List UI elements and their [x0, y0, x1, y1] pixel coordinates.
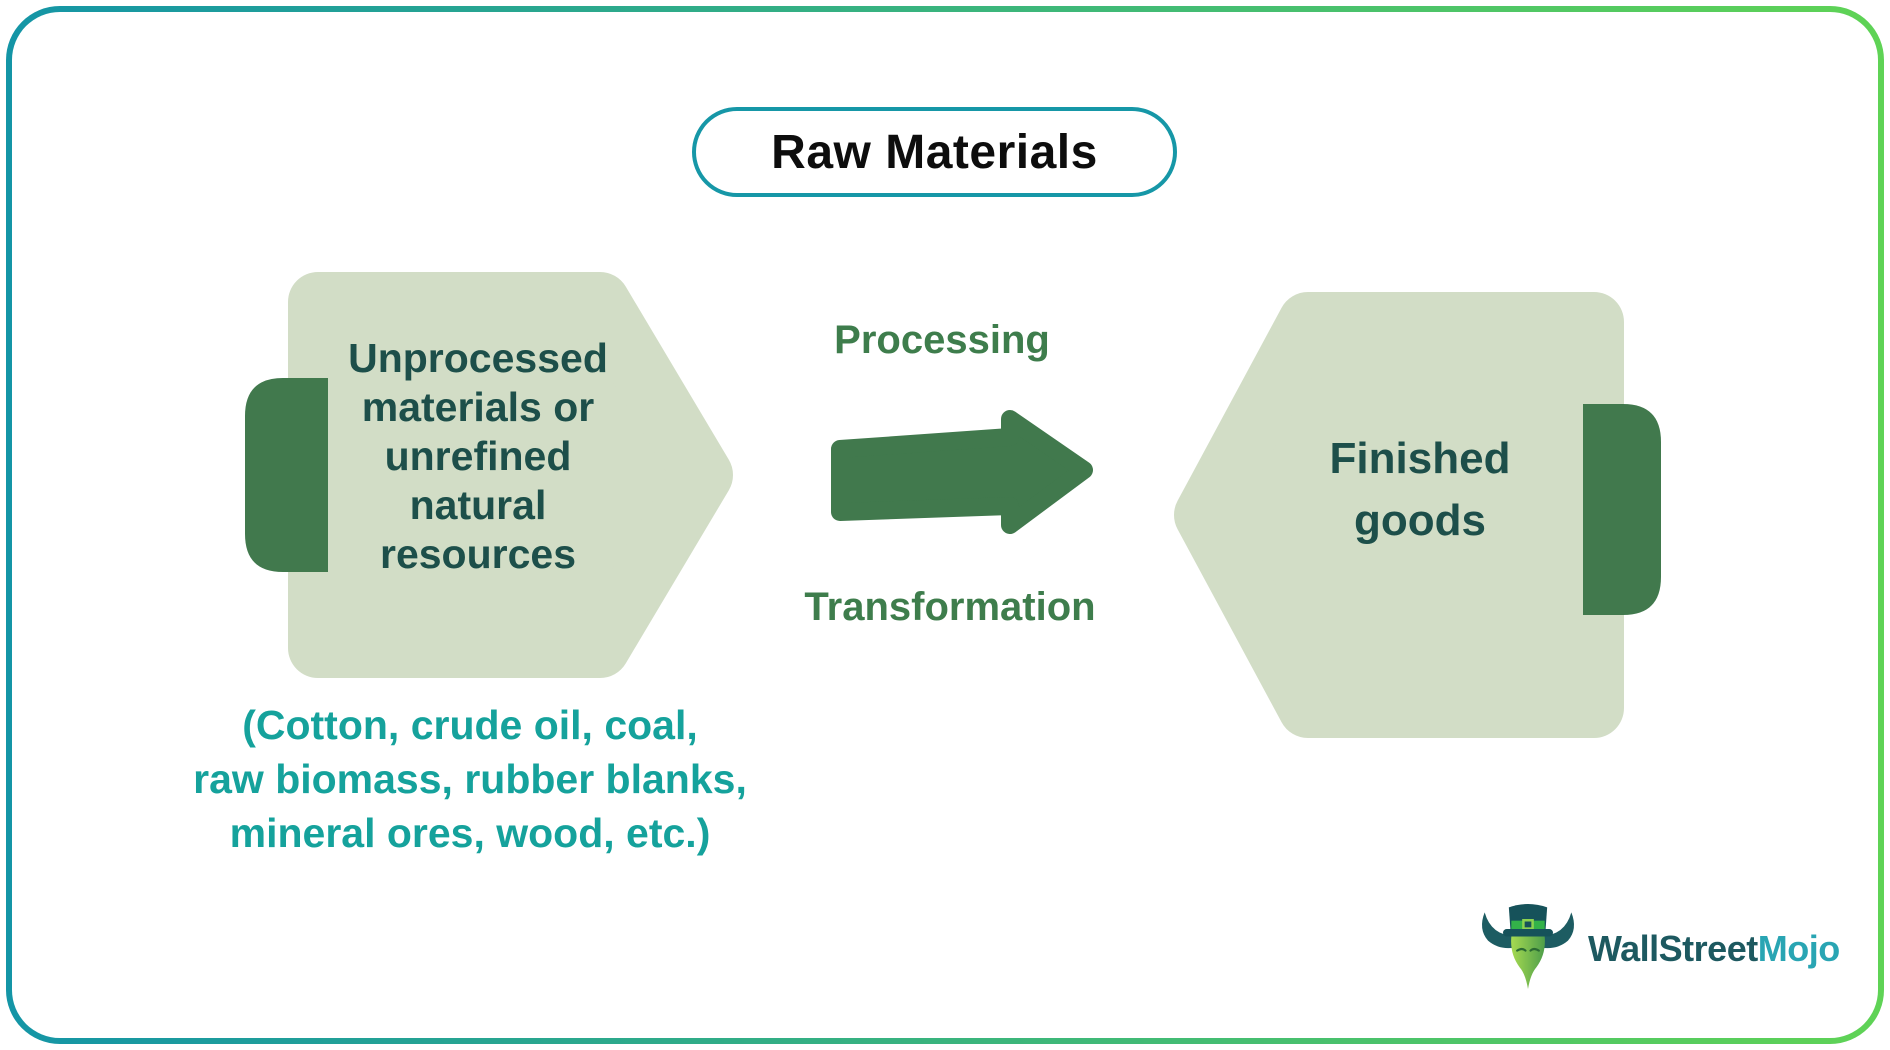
- result-tab: [1583, 404, 1661, 615]
- result-label: Finished goods: [1329, 434, 1511, 545]
- brand-name: WallStreetMojo: [1588, 928, 1840, 970]
- processing-label: Processing: [834, 318, 1050, 362]
- bull-mascot-icon: [1482, 903, 1574, 989]
- page-title: Raw Materials: [771, 125, 1098, 179]
- title-pill: Raw Materials: [692, 107, 1177, 197]
- source-tab: [245, 378, 328, 572]
- source-examples: (Cotton, crude oil, coal, raw biomass, r…: [193, 702, 747, 856]
- brand-logo: WallStreetMojo: [1478, 896, 1840, 1001]
- transformation-label: Transformation: [804, 585, 1096, 629]
- process-arrow-icon: [831, 410, 1093, 534]
- brand-name-primary: WallStreet: [1588, 927, 1758, 969]
- brand-name-accent: Mojo: [1757, 927, 1840, 969]
- source-hexagon: [288, 272, 733, 678]
- source-label: Unprocessed materials or unrefined natur…: [348, 335, 608, 577]
